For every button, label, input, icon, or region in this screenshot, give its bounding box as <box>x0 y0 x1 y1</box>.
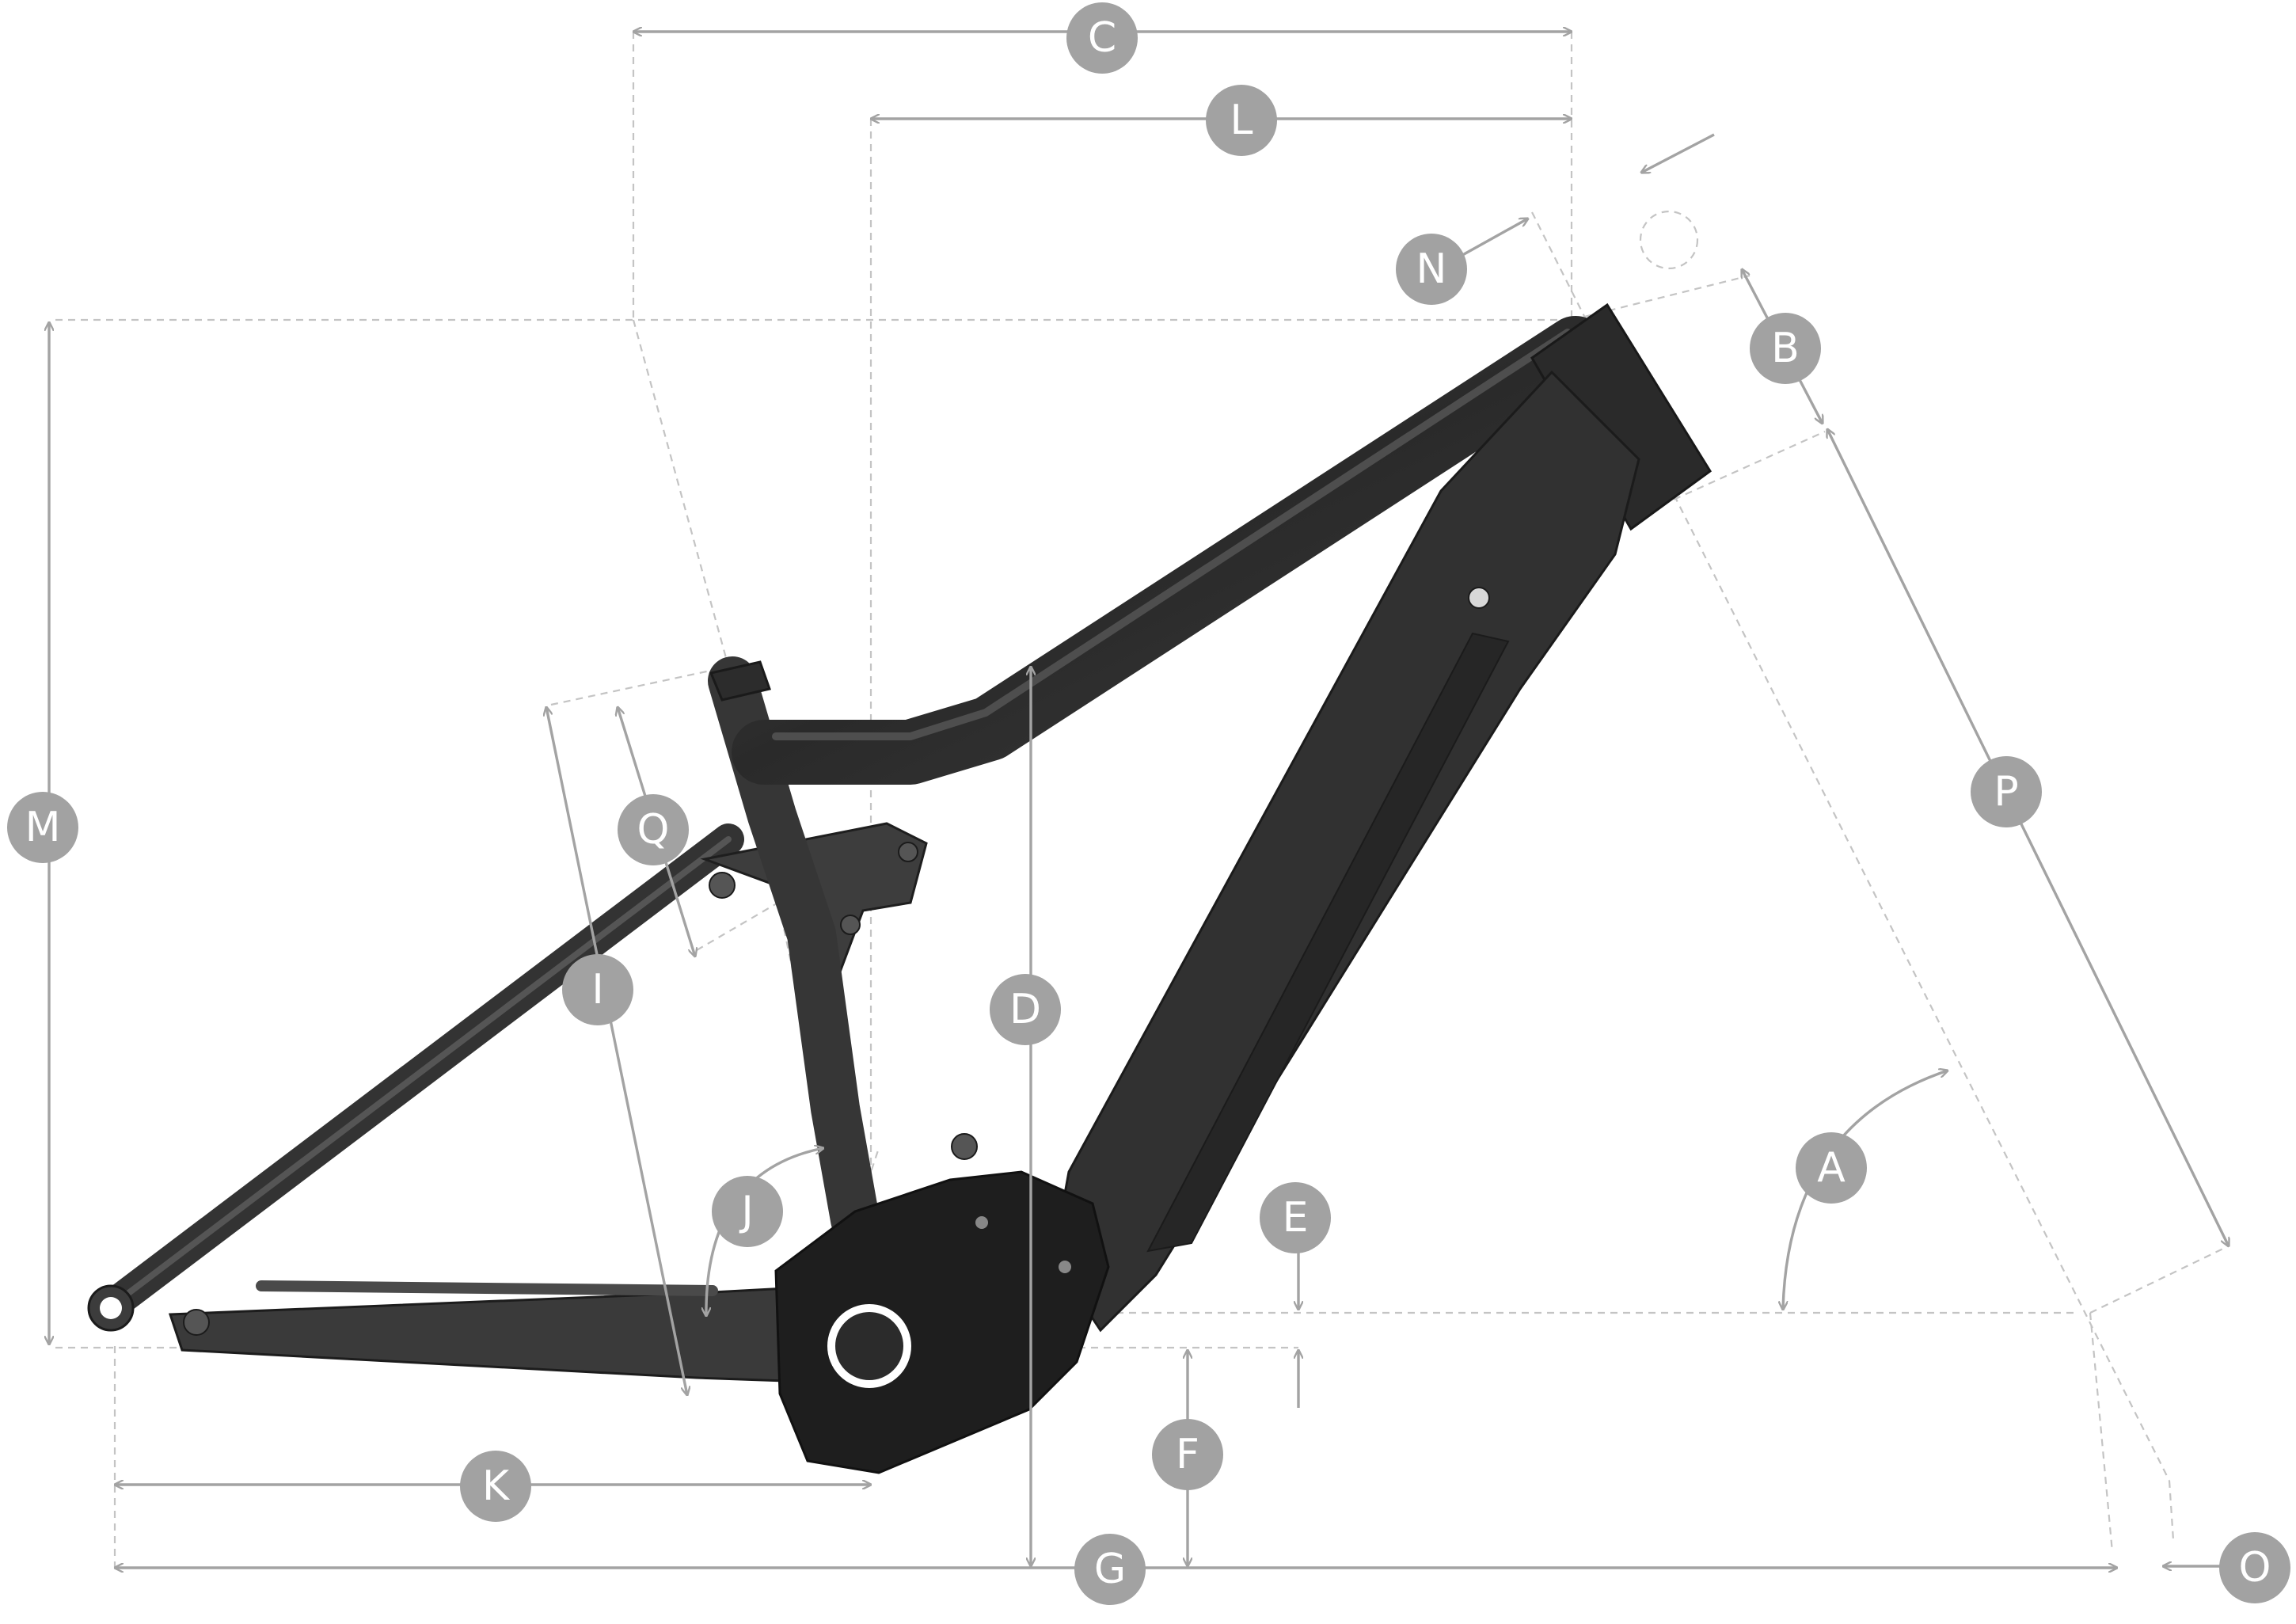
badge-e: E <box>1260 1182 1331 1253</box>
badge-l: L <box>1206 85 1277 156</box>
svg-text:J: J <box>739 1188 753 1235</box>
badge-n: N <box>1396 234 1467 305</box>
badge-q: Q <box>618 794 689 865</box>
chainstay <box>168 1285 817 1383</box>
svg-text:L: L <box>1230 97 1253 144</box>
svg-text:G: G <box>1094 1546 1126 1593</box>
svg-text:A: A <box>1817 1144 1846 1192</box>
svg-text:E: E <box>1283 1194 1309 1242</box>
badge-b: B <box>1750 313 1821 384</box>
badge-m: M <box>7 792 78 863</box>
badge-d: D <box>990 974 1061 1045</box>
svg-text:P: P <box>1994 768 2018 816</box>
motor-housing <box>774 1170 1110 1474</box>
badge-o: O <box>2219 1532 2290 1603</box>
svg-text:O: O <box>2239 1544 2271 1592</box>
badge-a: A <box>1796 1132 1867 1204</box>
badge-i: I <box>562 954 633 1025</box>
badge-c: C <box>1066 2 1138 74</box>
svg-text:M: M <box>25 804 61 851</box>
top-tube <box>732 316 1608 785</box>
badge-g: G <box>1074 1534 1146 1605</box>
badge-j: J <box>712 1176 783 1247</box>
battery-cover <box>1146 632 1510 1253</box>
svg-text:Q: Q <box>637 806 670 854</box>
svg-text:I: I <box>591 966 603 1014</box>
svg-text:C: C <box>1088 14 1116 62</box>
down-tube <box>1051 370 1640 1333</box>
svg-text:D: D <box>1009 986 1041 1033</box>
bike-frame <box>87 302 1712 1474</box>
seat-collar <box>709 660 771 702</box>
svg-text:B: B <box>1771 325 1800 372</box>
badge-k: K <box>460 1451 531 1522</box>
bottom-bracket <box>827 1304 911 1388</box>
badge-f: F <box>1152 1419 1223 1490</box>
svg-text:K: K <box>482 1462 511 1510</box>
badge-p: P <box>1971 756 2042 827</box>
svg-text:N: N <box>1416 245 1447 293</box>
svg-text:F: F <box>1176 1431 1199 1478</box>
